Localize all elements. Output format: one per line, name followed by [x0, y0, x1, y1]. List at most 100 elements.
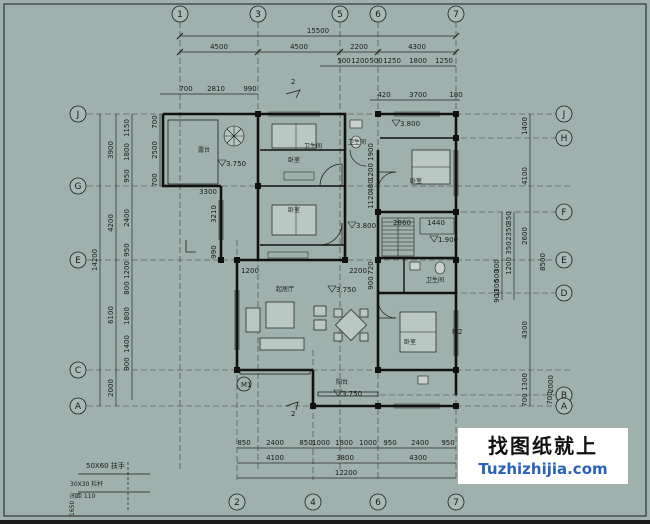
dim-text: 720: [367, 261, 375, 274]
grid-bubble-left: A: [69, 397, 87, 415]
dim-text: 3900: [107, 141, 115, 159]
dim-text: 990: [243, 85, 256, 93]
grid-bubble-left: G: [69, 177, 87, 195]
room-label: 卫生间: [348, 138, 366, 146]
grid-bubble-right: F: [555, 203, 573, 221]
grid-bubble-label: 7: [453, 10, 459, 20]
terrace-table: [223, 125, 245, 147]
section-mark-label: 2: [291, 78, 295, 86]
room-label: 起居厅: [276, 285, 294, 293]
room-label: 卫生间: [426, 276, 444, 284]
dim-text: 1000: [312, 439, 330, 447]
grid-bubble-label: F: [561, 208, 566, 218]
dim-text: 4300: [408, 43, 426, 51]
room-label: 卧室: [410, 177, 422, 185]
dim-text: 500: [493, 269, 501, 282]
bottom-dimension-lines: [237, 447, 456, 479]
dim-text: 2400: [123, 209, 131, 227]
dim-text: 350: [505, 211, 513, 224]
dim-text: 2350: [505, 223, 513, 241]
dim-text: 1300: [493, 279, 501, 297]
room-label: 阳台: [336, 378, 348, 386]
legend-text: 间距 110: [70, 492, 96, 500]
north-marker: [236, 376, 252, 392]
grid-bubble-top: 6: [369, 5, 387, 23]
dim-text: 8500: [539, 253, 547, 271]
dim-text: 2810: [207, 85, 225, 93]
dim-text: 15500: [307, 27, 329, 35]
dim-text: 700: [546, 391, 554, 404]
level-mark-triangles: [217, 119, 439, 397]
right-dimension-lines: [501, 114, 531, 406]
grid-bubble-top: 1: [171, 5, 189, 23]
dim-text: 1120: [367, 191, 375, 209]
dim-text: 180: [449, 91, 462, 99]
dim-text: 850: [237, 439, 250, 447]
room-label: 卫生间: [304, 142, 322, 150]
left-dimension-texts: 14200 3900 4200 6100 2000 1150 1800 950 …: [91, 115, 159, 397]
dim-text: 1800: [409, 57, 427, 65]
room-labels: 露台 卧室 卧室 卫生间 卧室 卫生间 起居厅 卧室 阳台 卫生间: [198, 138, 444, 386]
structural-columns: [218, 111, 459, 409]
dim-text: 3300: [199, 188, 217, 196]
dim-text: 12200: [335, 469, 357, 477]
dim-text: 1000: [359, 439, 377, 447]
level-mark: 1.900: [438, 236, 458, 244]
dim-text: 4300: [521, 321, 529, 339]
dim-text: 2200: [349, 267, 367, 275]
bed-details: [267, 124, 450, 333]
grid-bubble-bottom: 4: [304, 493, 322, 511]
grid-bubble-label: A: [75, 402, 82, 412]
dim-text: 4500: [290, 43, 308, 51]
dim-text: 1400: [123, 335, 131, 353]
dim-text: 990: [210, 245, 218, 258]
grid-bubble-label: 1: [177, 10, 183, 20]
door-swings: [319, 149, 397, 319]
dim-text: 3210: [210, 205, 218, 223]
dim-text: 1800: [123, 307, 131, 325]
dim-text: 900: [367, 276, 375, 289]
grid-bubble-label: 7: [453, 498, 459, 508]
watermark-chinese-text: 找图纸就上: [488, 434, 598, 458]
room-label: 卧室: [404, 338, 416, 346]
grid-bubble-label: 2: [234, 498, 240, 508]
dim-text: 300: [493, 259, 501, 272]
section-marks: [185, 89, 301, 411]
right-dimension-texts: 1400 4100 2600 4300 1300 700 8500 350 23…: [493, 117, 547, 407]
interior-walls: [260, 137, 456, 293]
dim-text: 2600: [521, 227, 529, 245]
dim-text: 900: [123, 357, 131, 370]
dim-text: 3800: [336, 454, 354, 462]
top-dimension-texts: 15500 4500 4500 2200 4300 500 1200 500 1…: [179, 27, 462, 99]
room-label: 卧室: [288, 156, 300, 164]
level-mark: 3.750: [342, 390, 362, 398]
dim-text: 3700: [409, 91, 427, 99]
grid-bubble-label: C: [75, 366, 81, 376]
dim-text: 2000: [547, 375, 555, 393]
door-label: M1: [241, 381, 252, 389]
legend-text: 1650: [69, 501, 76, 516]
dim-text: 4100: [266, 454, 284, 462]
level-marks: 3.750 3.800 3.800 3.750 3.750 1.900: [226, 120, 458, 398]
section-mark-label: 2: [291, 410, 295, 418]
grid-bubble-right: A: [555, 397, 573, 415]
railings: [167, 119, 379, 397]
grid-bubble-top: 3: [249, 5, 267, 23]
grid-bubble-left: C: [69, 361, 87, 379]
grid-bubble-right: D: [555, 284, 573, 302]
grid-bubble-label: 5: [337, 10, 343, 20]
legend-text: 50X60 扶手: [86, 461, 125, 470]
bathroom-fixtures: [349, 119, 446, 385]
dim-text: 700: [521, 393, 529, 406]
grid-bubble-label: A: [561, 402, 568, 412]
dim-text: 1250: [435, 57, 453, 65]
dim-text: 4100: [521, 167, 529, 185]
dim-text: 1800: [123, 143, 131, 161]
interior-dimension-texts: 3300 3210 990 1200 2200 720 900 1120 480…: [199, 143, 555, 405]
grid-bubble-label: 4: [310, 498, 316, 508]
grid-bubble-label: J: [76, 110, 80, 120]
level-mark: 3.750: [226, 160, 246, 168]
grid-bubble-label: E: [561, 256, 567, 266]
